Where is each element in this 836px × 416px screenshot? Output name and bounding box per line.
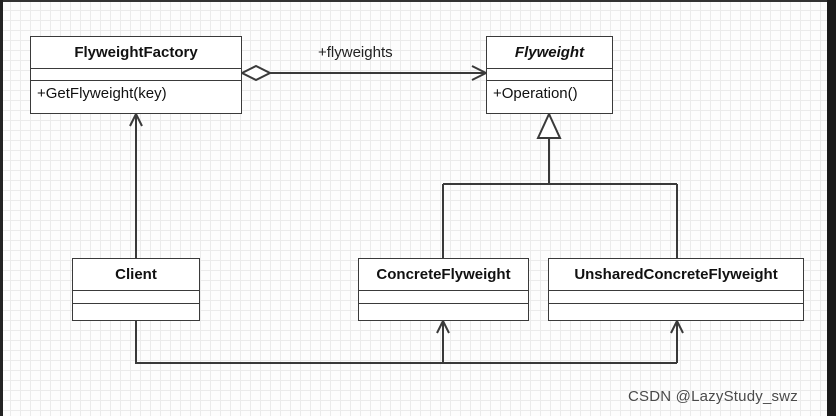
association-label: +flyweights	[318, 44, 393, 61]
window-right-border	[827, 0, 836, 416]
attributes-compartment	[359, 291, 528, 304]
attributes-compartment	[487, 69, 612, 81]
operations-compartment	[549, 304, 803, 316]
class-name: Flyweight	[487, 37, 612, 69]
class-flyweight-factory[interactable]: FlyweightFactory +GetFlyweight(key)	[30, 36, 242, 114]
client-to-factory-arrowhead	[129, 111, 143, 127]
window-left-border	[0, 0, 3, 416]
operation-get-flyweight: +GetFlyweight(key)	[37, 85, 167, 102]
client-to-concrete-arrowhead	[436, 318, 450, 334]
class-name: ConcreteFlyweight	[359, 259, 528, 291]
window-top-border	[0, 0, 836, 2]
class-name: Client	[73, 259, 199, 291]
class-concrete-flyweight[interactable]: ConcreteFlyweight	[358, 258, 529, 321]
operations-compartment	[359, 304, 528, 316]
inheritance-triangle	[536, 111, 562, 139]
attributes-compartment	[31, 69, 241, 81]
watermark: CSDN @LazyStudy_swz	[628, 388, 798, 405]
attributes-compartment	[549, 291, 803, 304]
aggregation-diamond	[239, 64, 273, 82]
class-name: FlyweightFactory	[31, 37, 241, 69]
class-name: UnsharedConcreteFlyweight	[549, 259, 803, 291]
client-to-unshared-arrowhead	[670, 318, 684, 334]
operation-operation: +Operation()	[493, 85, 578, 102]
operations-compartment	[73, 304, 199, 316]
class-flyweight[interactable]: Flyweight +Operation()	[486, 36, 613, 114]
class-unshared-concrete-flyweight[interactable]: UnsharedConcreteFlyweight	[548, 258, 804, 321]
client-bottom-line	[135, 321, 677, 364]
attributes-compartment	[73, 291, 199, 304]
class-client[interactable]: Client	[72, 258, 200, 321]
